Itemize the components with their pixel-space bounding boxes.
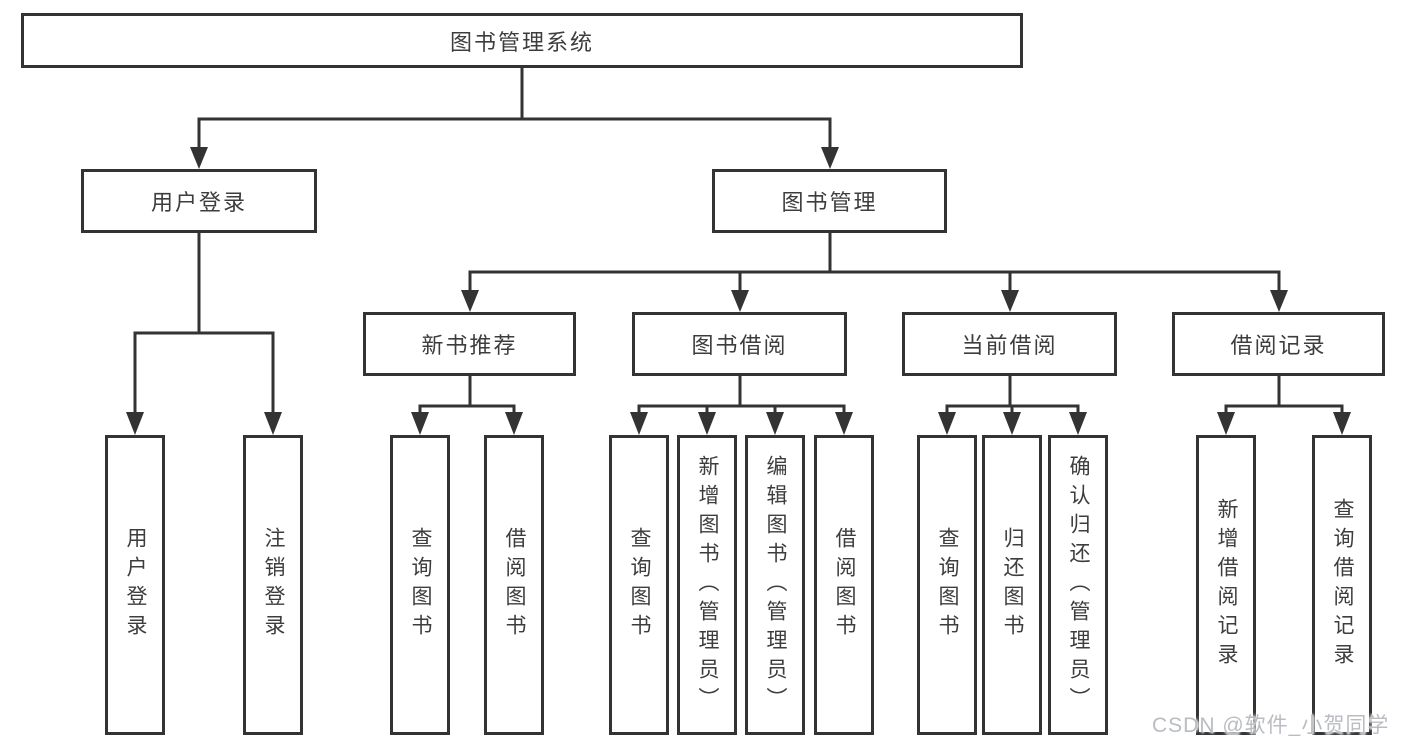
connector-book-management-to-level3	[461, 229, 1288, 312]
node-new-book-recommend: 新书推荐	[363, 312, 576, 376]
node-user-login: 用户登录	[81, 169, 317, 233]
connector-current-borrow-to-leaves	[938, 372, 1087, 435]
node-book-management: 图书管理	[712, 169, 947, 233]
node-root: 图书管理系统	[21, 13, 1023, 68]
connector-borrow-records-to-leaves	[1217, 372, 1351, 435]
node-current-borrow: 当前借阅	[902, 312, 1117, 376]
node-borrow-records: 借阅记录	[1172, 312, 1385, 376]
leaf-confirm-return-admin: 确认归还（管理员）	[1048, 435, 1108, 735]
connector-book-borrow-to-leaves	[630, 372, 853, 435]
csdn-watermark: CSDN @软件_小贺同学	[1152, 714, 1390, 737]
leaf-borrow-books-recommend: 借阅图书	[484, 435, 544, 735]
leaf-borrow-books: 借阅图书	[814, 435, 874, 735]
leaf-add-book-admin: 新增图书（管理员）	[677, 435, 737, 735]
leaf-return-book: 归还图书	[982, 435, 1042, 735]
leaf-user-login: 用户登录	[105, 435, 165, 735]
connector-user-login-to-leaves	[126, 229, 282, 435]
connector-new-book-recommend-to-leaves	[411, 372, 523, 435]
connector-root-to-level2	[190, 64, 839, 169]
leaf-query-borrow-record: 查询借阅记录	[1312, 435, 1372, 735]
node-book-borrow: 图书借阅	[632, 312, 847, 376]
leaf-query-books-current: 查询图书	[917, 435, 977, 735]
leaf-query-books-borrow: 查询图书	[609, 435, 669, 735]
leaf-logout: 注销登录	[243, 435, 303, 735]
leaf-add-borrow-record: 新增借阅记录	[1196, 435, 1256, 735]
leaf-query-books-recommend: 查询图书	[390, 435, 450, 735]
leaf-edit-book-admin: 编辑图书（管理员）	[745, 435, 805, 735]
